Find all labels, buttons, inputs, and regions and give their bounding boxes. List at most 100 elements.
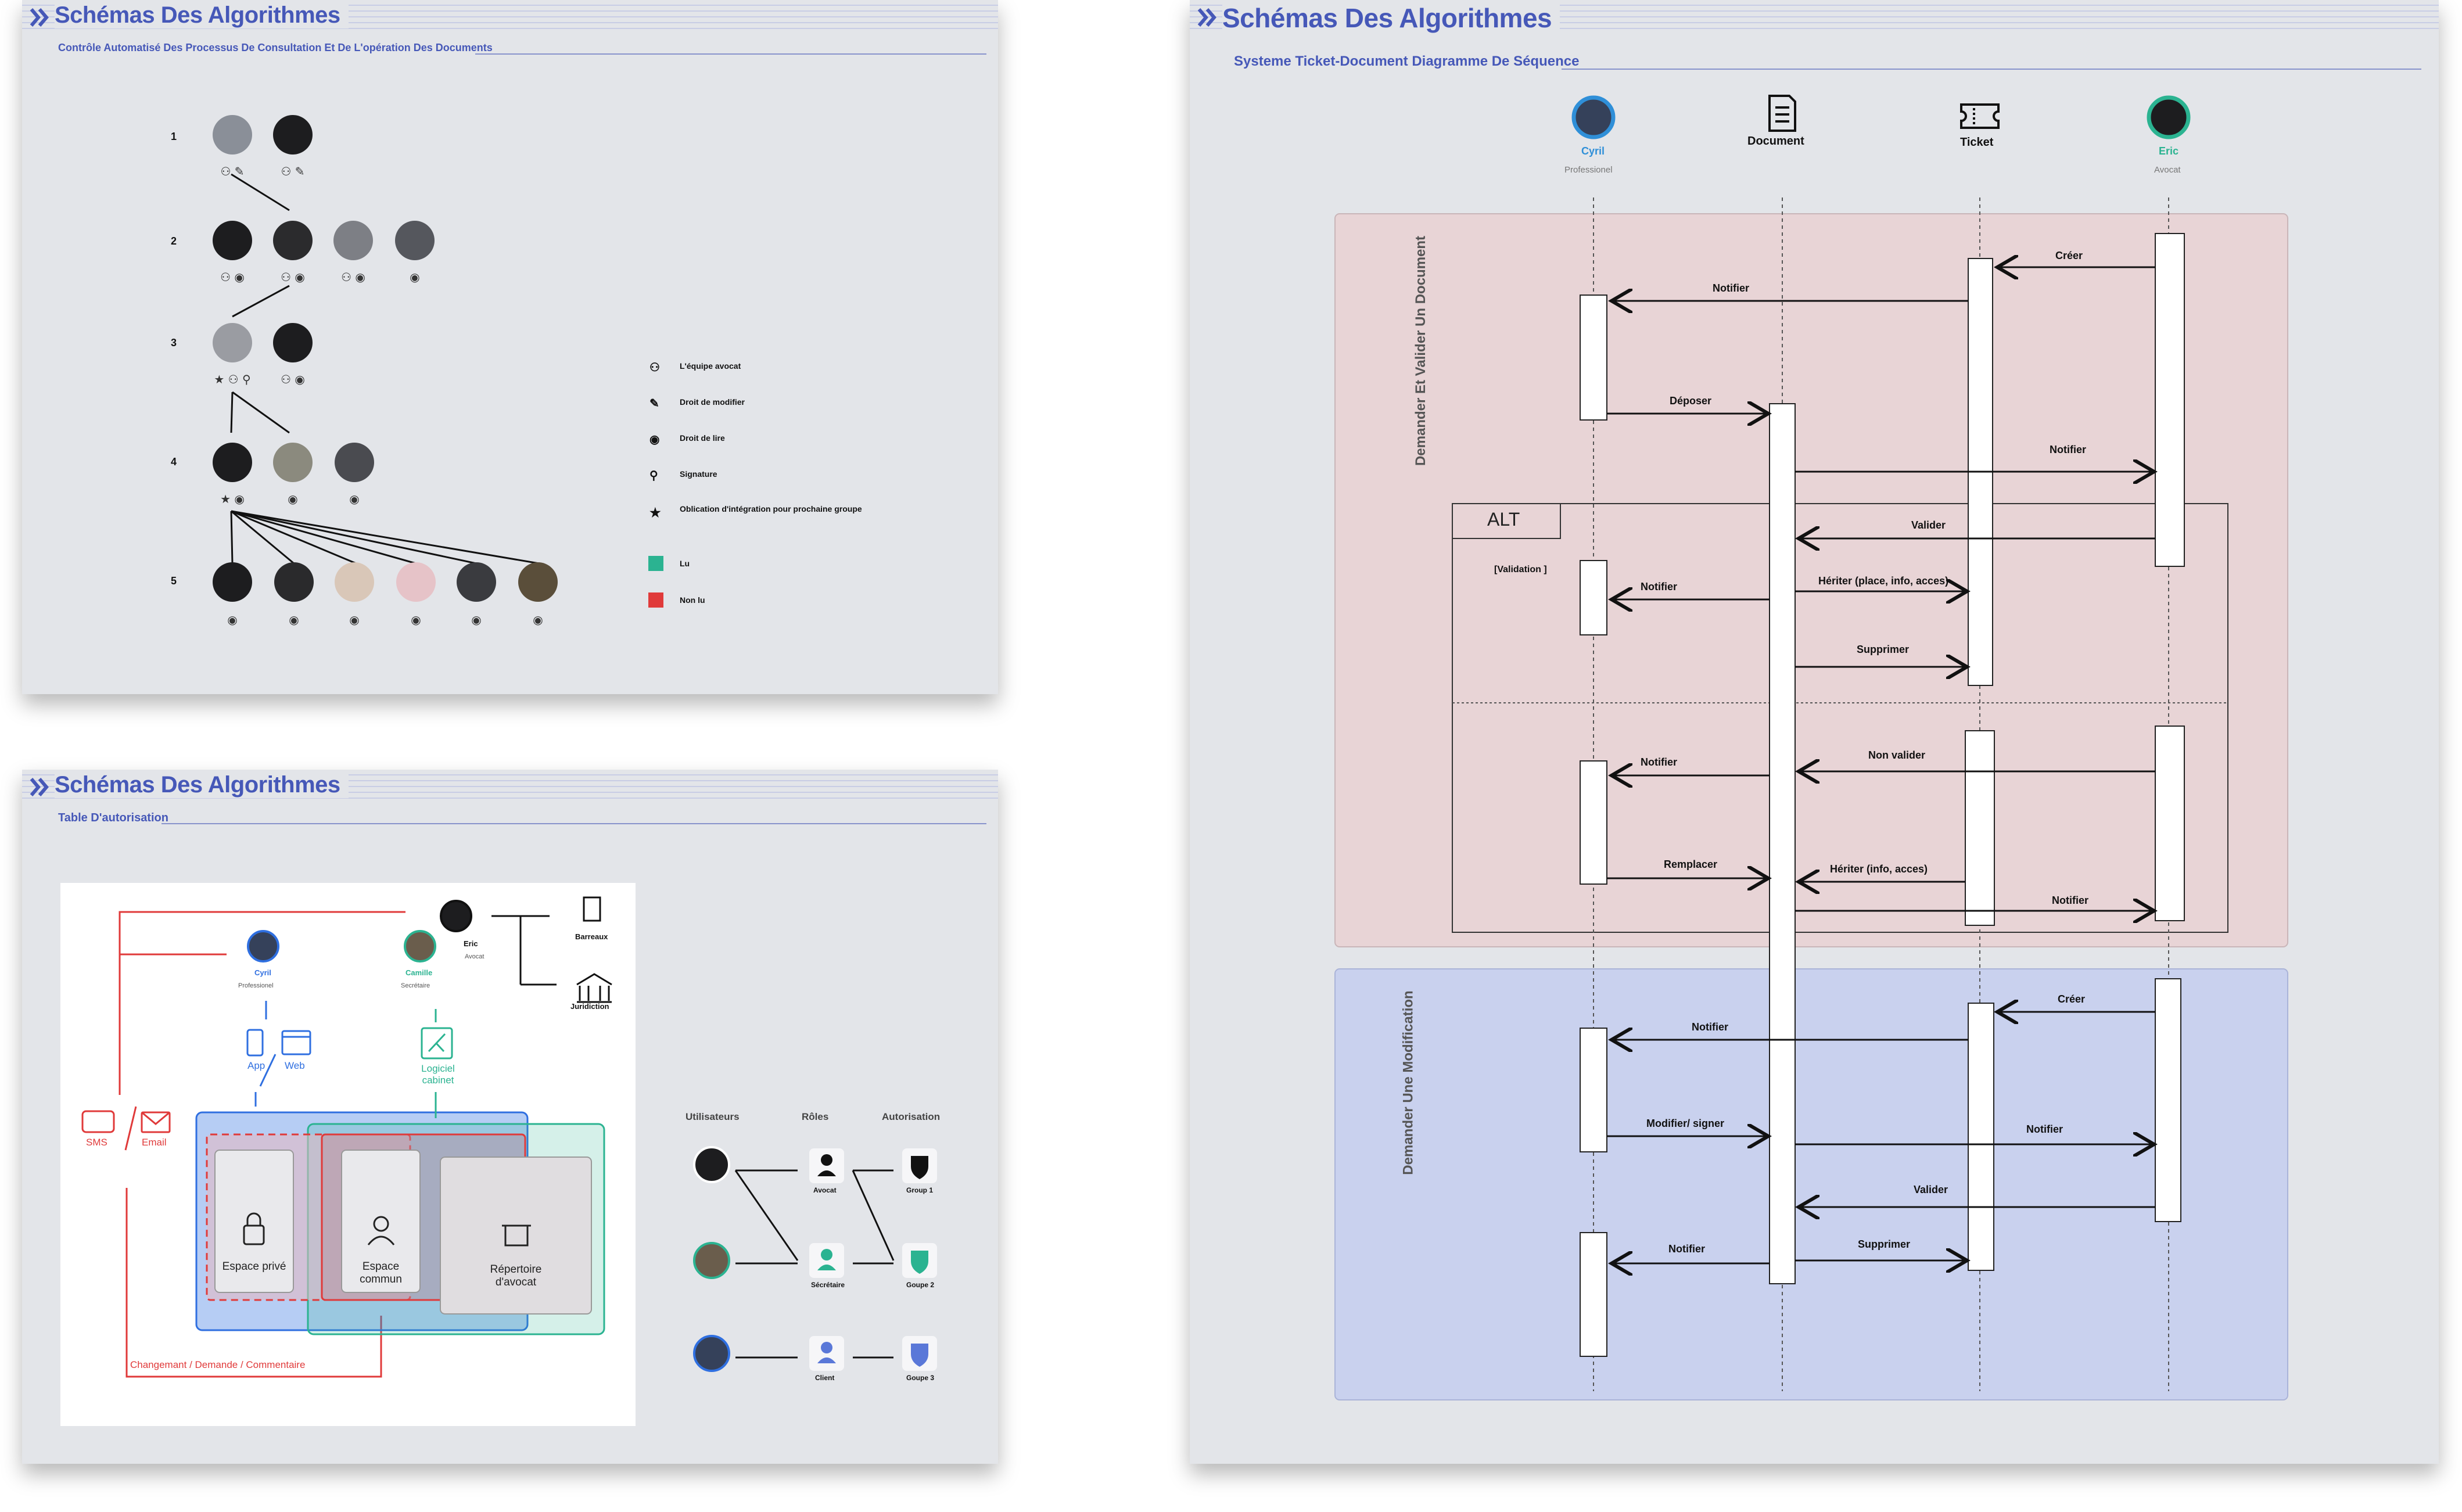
- avatar: [333, 221, 373, 260]
- email-icon: [141, 1111, 171, 1133]
- message-label: Modifier/ signer: [1646, 1118, 1725, 1129]
- eye-icon: ◉: [533, 613, 543, 627]
- eye-icon: ◉: [471, 613, 481, 627]
- eye-icon: ◉: [227, 613, 237, 627]
- ticket-icon: [1960, 103, 2000, 129]
- message-label: Remplacer: [1664, 859, 1718, 870]
- role-label: Client: [815, 1374, 835, 1382]
- legend-label: Lu: [680, 559, 690, 568]
- alt-label: ALT: [1487, 509, 1520, 530]
- actor-name: Ticket: [1960, 136, 1994, 149]
- lock-icon: [243, 1224, 265, 1245]
- shield-icon: [911, 1344, 928, 1367]
- panel-header: Schémas Des Algorithmes: [22, 0, 998, 37]
- avatar: [693, 1335, 730, 1372]
- role-label: Sécrétaire: [811, 1281, 845, 1289]
- avatar: [273, 323, 313, 362]
- group-label: Group 1: [906, 1186, 934, 1194]
- court-icon: [576, 973, 612, 1003]
- role-icon: [821, 1342, 832, 1353]
- role-icon: [821, 1154, 832, 1166]
- legend-label: Non lu: [680, 595, 705, 605]
- avatar: [693, 1242, 730, 1279]
- avatar: [213, 323, 252, 362]
- eye-icon: ◉: [288, 492, 297, 506]
- unread-swatch: [648, 592, 663, 608]
- team-icon: ⚇ ✎: [220, 164, 244, 178]
- role-icon: [821, 1249, 832, 1260]
- team-icon: ⚇ ◉: [281, 372, 305, 386]
- legend-label: Oblication d'intégration pour prochaine …: [680, 504, 862, 513]
- user-role: Professionel: [238, 982, 274, 989]
- level-label: 5: [171, 575, 177, 587]
- message-label: Créer: [2058, 993, 2086, 1005]
- legend-label: Signature: [680, 469, 717, 479]
- eye-icon: ◉: [289, 613, 299, 627]
- lawyer-directory-label: Répertoire d'avocat: [490, 1263, 542, 1288]
- eye-icon: ◉: [349, 492, 359, 506]
- group-label: Goupe 3: [906, 1374, 935, 1382]
- star-icon: ★ ◉: [220, 492, 245, 506]
- sequence-diagram: [1334, 95, 2288, 1400]
- panel-subtitle: Contrôle Automatisé Des Processus De Con…: [58, 42, 493, 53]
- panel-subtitle: Table D'autorisation: [58, 811, 168, 824]
- actor-role: Professionel: [1564, 165, 1613, 175]
- document-icon: [1768, 95, 1796, 132]
- team-icon: ⚇ ◉: [341, 270, 365, 284]
- signature-icon: ⚲: [649, 469, 658, 482]
- email-label: Email: [142, 1137, 167, 1148]
- legend-label: Droit de lire: [680, 433, 725, 443]
- chevron-right-icon: [1197, 8, 1216, 27]
- alt-frame: [1452, 503, 2228, 933]
- level-label: 4: [171, 456, 177, 468]
- message-label: Valider: [1911, 519, 1946, 531]
- avatar-cyril: [247, 930, 279, 962]
- message-label: Notifier: [1668, 1243, 1705, 1255]
- avatar: [335, 443, 374, 482]
- avatar: [395, 221, 435, 260]
- panel-title: Schémas Des Algorithmes: [55, 772, 349, 798]
- user-name: Eric: [464, 939, 478, 948]
- chevron-right-icon: [30, 778, 49, 796]
- message-label: Hériter (info, acces): [1830, 863, 1928, 875]
- group-label: Goupe 2: [906, 1281, 935, 1289]
- avatar: [396, 562, 436, 602]
- avatar: [213, 443, 252, 482]
- avatar-cyril: [1571, 95, 1616, 139]
- feedback-label: Changemant / Demande / Commentaire: [130, 1359, 306, 1370]
- web-icon: [281, 1030, 311, 1055]
- common-space-label: Espace commun: [360, 1260, 402, 1285]
- role-label: Avocat: [813, 1186, 837, 1194]
- legend-label: L'équipe avocat: [680, 361, 741, 371]
- pencil-icon: ✎: [649, 397, 659, 410]
- eye-icon: ◉: [410, 270, 419, 284]
- team-icon: ⚇: [649, 361, 660, 374]
- message-label: Créer: [2055, 250, 2083, 261]
- section-label: Demander Et Valider Un Document: [1413, 235, 1429, 466]
- avatar-eric: [2147, 95, 2191, 139]
- phone-icon: [246, 1029, 264, 1057]
- user-role: Secrétaire: [401, 982, 430, 989]
- panel-subtitle: Systeme Ticket-Document Diagramme De Séq…: [1234, 53, 1580, 69]
- avatar: [457, 562, 496, 602]
- panel-hierarchy: Schémas Des Algorithmes Contrôle Automat…: [22, 0, 998, 694]
- web-label: Web: [285, 1060, 305, 1071]
- hierarchy-tree: ⚇ ✎ ⚇ ✎ ⚇ ◉ ⚇ ◉ ⚇ ◉ ◉ ★ ⚇ ⚲ ⚇ ◉ ★ ◉ ◉ ◉ …: [213, 115, 558, 627]
- eye-icon: ◉: [649, 433, 660, 446]
- message-label: Notifier: [2050, 444, 2086, 455]
- team-icon: ★ ⚇ ⚲: [214, 372, 250, 386]
- avatar: [274, 562, 314, 602]
- chevron-right-icon: [30, 8, 49, 27]
- message-label: Notifier: [1641, 756, 1677, 768]
- panel-title: Schémas Des Algorithmes: [1222, 2, 1560, 34]
- eye-icon: ◉: [349, 613, 359, 627]
- section-validate: [1334, 213, 2288, 947]
- section-modify: [1334, 968, 2288, 1400]
- avatar: [273, 221, 313, 260]
- private-space-label: Espace privé: [222, 1260, 286, 1273]
- guard-label: [Validation ]: [1494, 565, 1547, 574]
- user-role: Avocat: [465, 953, 484, 960]
- eye-icon: ◉: [411, 613, 421, 627]
- avatar: [518, 562, 558, 602]
- juridiction-label: Juridiction: [570, 1002, 609, 1011]
